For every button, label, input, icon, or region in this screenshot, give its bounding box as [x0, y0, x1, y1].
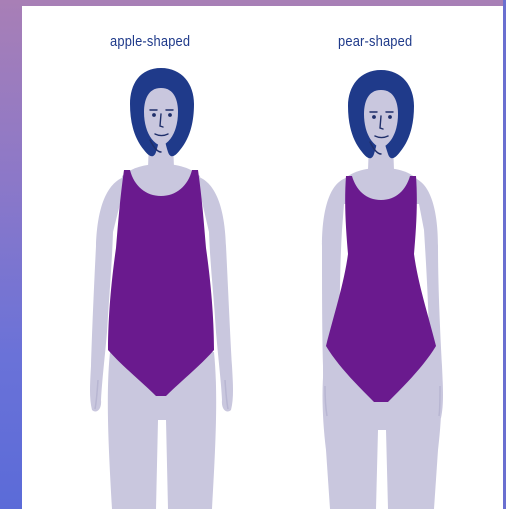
- apple-shaped-figure: [90, 68, 233, 509]
- pear-shaped-figure: [322, 70, 443, 509]
- apple-swimsuit: [108, 170, 214, 396]
